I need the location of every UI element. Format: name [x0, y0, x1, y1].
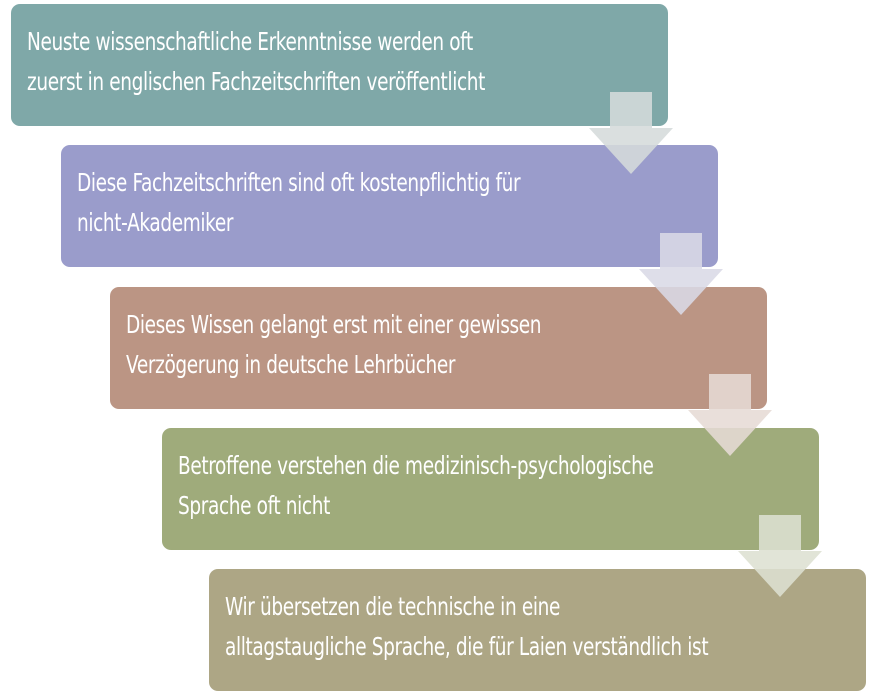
step-text-4: Betroffene verstehen die medizinisch-psy…: [178, 446, 654, 526]
step-text-2: Diese Fachzeitschriften sind oft kostenp…: [77, 163, 521, 243]
step-box-4: [162, 428, 819, 550]
step-1-line-1: Neuste wissenschaftliche Erkenntnisse we…: [27, 27, 473, 56]
step-5-line-2: alltagstaugliche Sprache, die für Laien …: [225, 632, 709, 661]
step-2-line-2: nicht-Akademiker: [77, 208, 234, 237]
step-box-3: [110, 287, 767, 409]
step-3-line-1: Dieses Wissen gelangt erst mit einer gew…: [126, 310, 542, 339]
step-box-5: [209, 569, 866, 691]
step-2-line-1: Diese Fachzeitschriften sind oft kostenp…: [77, 168, 521, 197]
arrow-down-icon: [639, 233, 723, 315]
step-text-1: Neuste wissenschaftliche Erkenntnisse we…: [27, 22, 485, 102]
arrow-down-icon: [688, 374, 772, 456]
step-text-5: Wir übersetzen die technische in eine al…: [225, 587, 709, 667]
step-4-line-2: Sprache oft nicht: [178, 491, 330, 520]
step-box-2: [61, 145, 718, 267]
step-text-3: Dieses Wissen gelangt erst mit einer gew…: [126, 305, 541, 385]
step-1-line-2: zuerst in englischen Fachzeitschriften v…: [27, 67, 486, 96]
step-box-1: [11, 4, 668, 126]
step-4-line-1: Betroffene verstehen die medizinisch-psy…: [178, 451, 654, 480]
step-3-line-2: Verzögerung in deutsche Lehrbücher: [126, 350, 456, 379]
step-5-line-1: Wir übersetzen die technische in eine: [225, 592, 560, 621]
arrow-down-icon: [738, 515, 822, 597]
arrow-down-icon: [589, 92, 673, 174]
